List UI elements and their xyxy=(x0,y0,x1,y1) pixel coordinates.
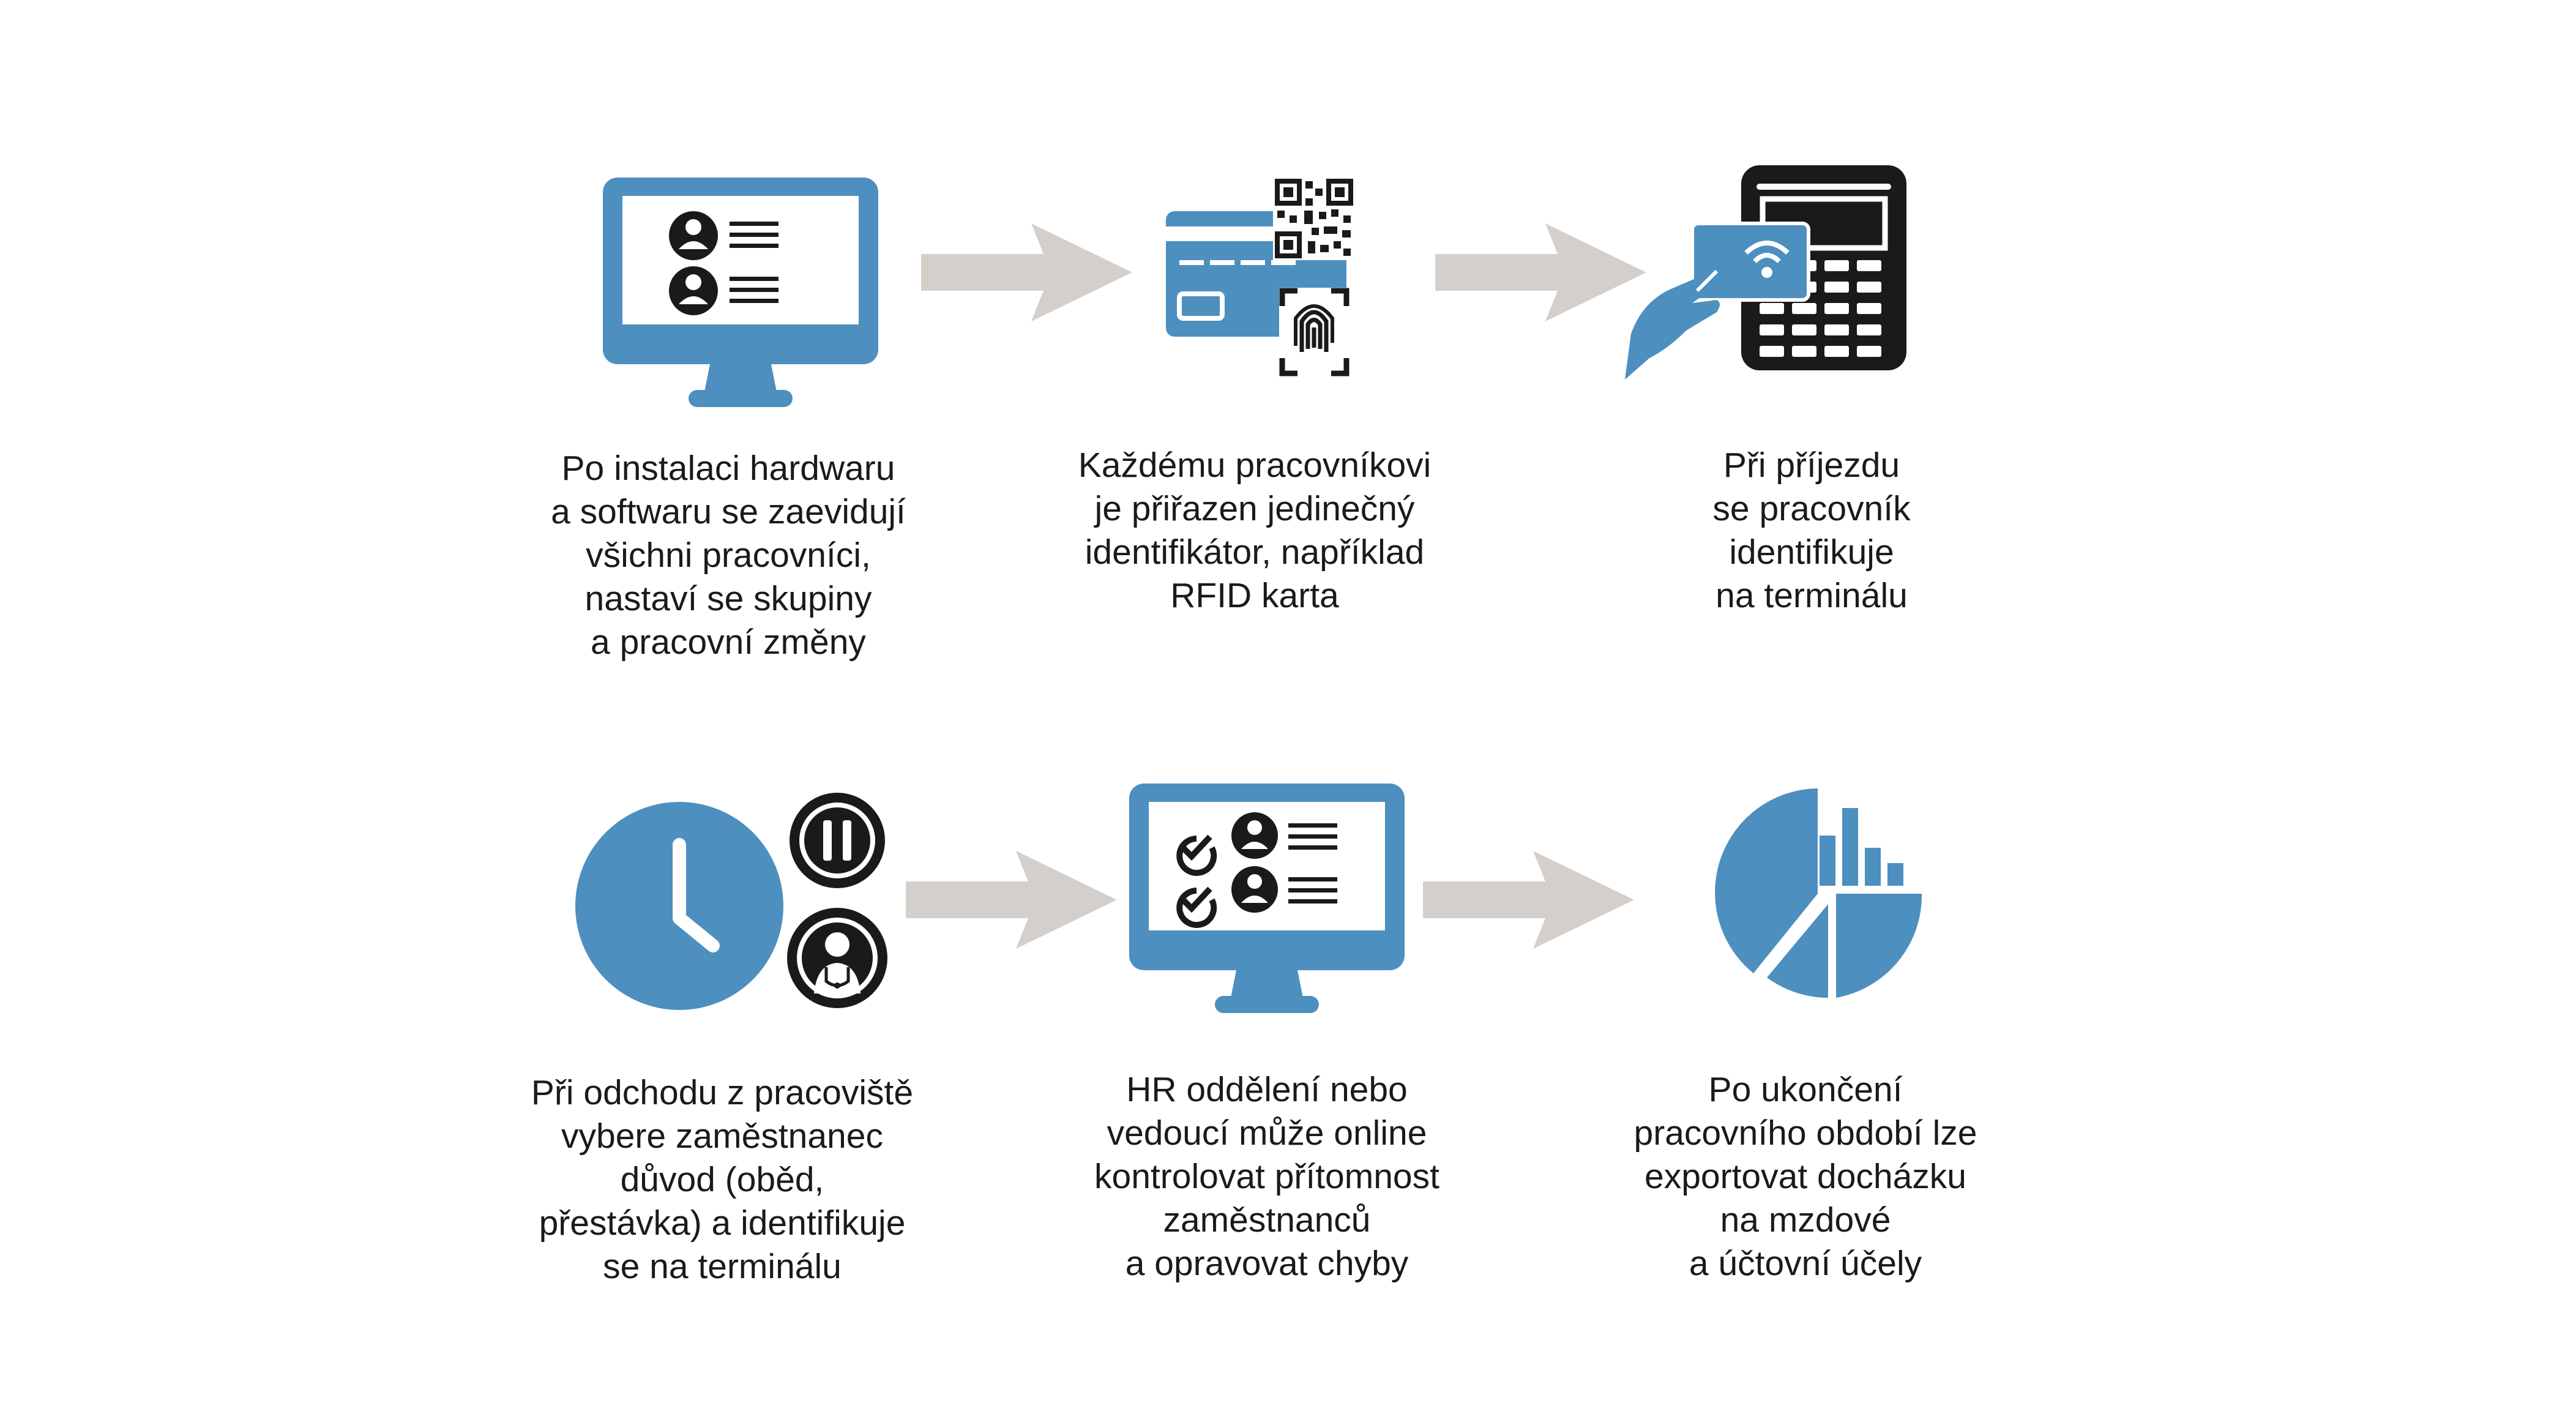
caption-line: Po ukončení xyxy=(1708,1070,1903,1109)
caption-line: vybere zaměstnanec xyxy=(561,1117,883,1156)
caption-line: nastaví se skupiny xyxy=(584,579,872,618)
step-2-caption: Každému pracovníkovi je přiřazen jedineč… xyxy=(1004,444,1506,618)
caption-line: identifikátor, například xyxy=(1085,533,1425,572)
caption-line: důvod (oběd, xyxy=(620,1160,824,1199)
caption-line: se pracovník xyxy=(1712,489,1911,528)
arrow-right-icon xyxy=(1423,851,1634,949)
caption-line: všichni pracovníci, xyxy=(586,536,871,575)
arrow-right-icon xyxy=(1435,223,1646,321)
caption-line: HR oddělení nebo xyxy=(1126,1070,1408,1109)
hand-card-terminal-icon xyxy=(1625,165,1906,380)
caption-line: pracovního období lze xyxy=(1633,1113,1977,1153)
arrow-right-icon xyxy=(906,851,1117,949)
caption-line: na mzdové xyxy=(1720,1200,1891,1240)
caption-line: a softwaru se zaevidují xyxy=(551,492,906,531)
id-card-qr-fingerprint-icon xyxy=(1166,178,1356,376)
computer-monitor-users-icon xyxy=(603,178,878,407)
arrow-right-icon xyxy=(921,223,1132,321)
clock-pause-doctor-icon xyxy=(575,793,887,1010)
caption-line: Každému pracovníkovi xyxy=(1078,446,1432,485)
caption-line: Při odchodu z pracoviště xyxy=(531,1073,914,1112)
caption-line: RFID karta xyxy=(1170,576,1339,615)
step-6-caption: Po ukončení pracovního období lze export… xyxy=(1555,1068,2056,1285)
caption-line: přestávka) a identifikuje xyxy=(539,1203,906,1243)
caption-line: Při příjezdu xyxy=(1723,446,1900,485)
caption-line: exportovat docházku xyxy=(1645,1157,1966,1196)
computer-monitor-checklist-icon xyxy=(1129,784,1405,1013)
caption-line: je přiřazen jedinečný xyxy=(1094,489,1415,528)
caption-line: kontrolovat přítomnost xyxy=(1094,1157,1439,1196)
caption-line: a účtovní účely xyxy=(1689,1244,1922,1283)
caption-line: vedoucí může online xyxy=(1107,1113,1427,1153)
caption-line: se na terminálu xyxy=(603,1247,842,1286)
caption-line: a opravovat chyby xyxy=(1125,1244,1409,1283)
step-3-caption: Při příjezdu se pracovník identifikuje n… xyxy=(1585,444,2038,618)
caption-line: na terminálu xyxy=(1715,576,1908,615)
step-4-caption: Při odchodu z pracoviště vybere zaměstna… xyxy=(471,1071,973,1289)
pie-bar-chart-icon xyxy=(1715,788,1922,998)
caption-line: a pracovní změny xyxy=(591,623,866,662)
caption-line: Po instalaci hardwaru xyxy=(561,449,895,488)
step-1-caption: Po instalaci hardwaru a softwaru se zaev… xyxy=(477,447,979,664)
step-5-caption: HR oddělení nebo vedoucí může online kon… xyxy=(1016,1068,1518,1285)
caption-line: identifikuje xyxy=(1729,533,1894,572)
caption-line: zaměstnanců xyxy=(1163,1200,1371,1240)
